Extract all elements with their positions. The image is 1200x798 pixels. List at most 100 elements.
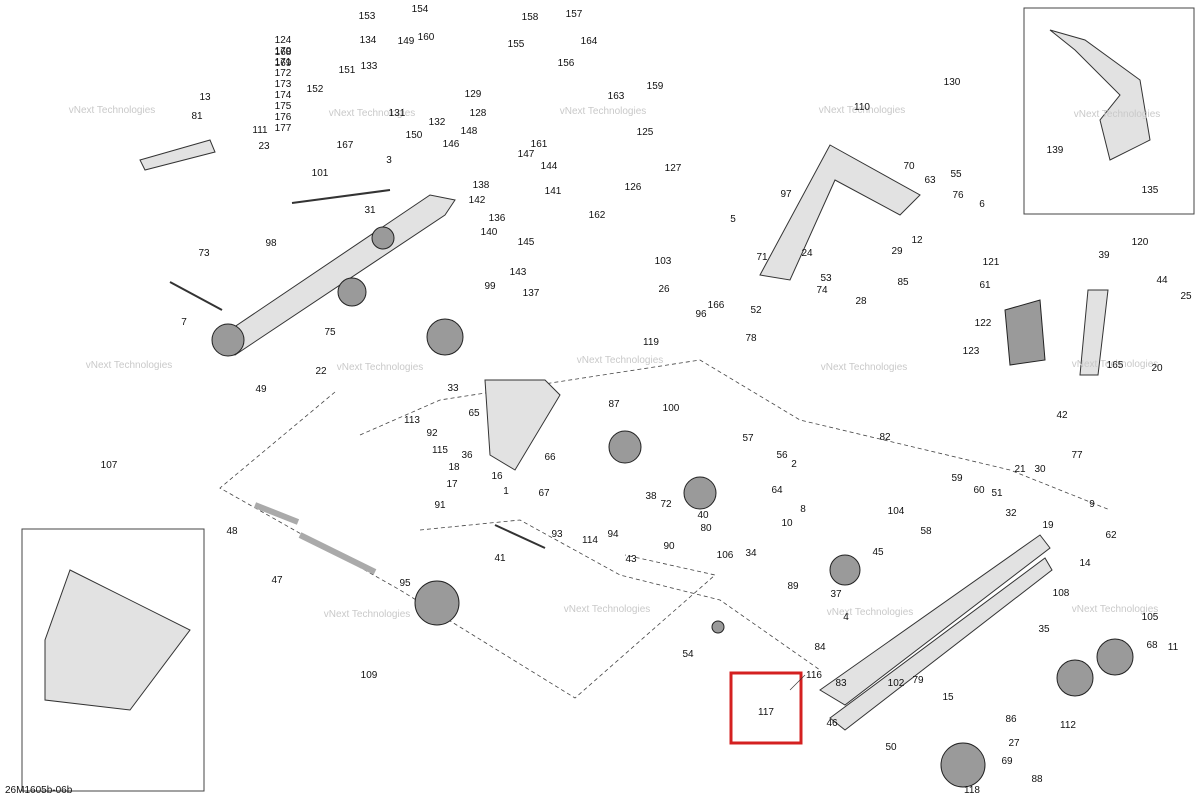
callout-99: 99	[484, 281, 496, 292]
callout-105: 105	[1142, 612, 1159, 623]
callout-16: 16	[491, 471, 503, 482]
callout-161: 161	[531, 139, 548, 150]
callout-130: 130	[944, 77, 961, 88]
callout-28: 28	[855, 296, 867, 307]
callout-35: 35	[1038, 624, 1050, 635]
callout-37: 37	[830, 589, 842, 600]
callout-123: 123	[963, 346, 980, 357]
callout-2: 2	[791, 459, 797, 470]
torsion-spring-100	[608, 430, 642, 464]
callout-86: 86	[1005, 714, 1017, 725]
callout-92: 92	[426, 428, 438, 439]
callout-34: 34	[745, 548, 757, 559]
callout-56: 56	[776, 450, 788, 461]
callout-83: 83	[835, 678, 847, 689]
callout-144: 144	[541, 161, 558, 172]
callout-156: 156	[558, 58, 575, 69]
callout-127: 127	[665, 163, 682, 174]
callout-103: 103	[655, 256, 672, 267]
callout-121: 121	[983, 257, 1000, 268]
callout-31: 31	[364, 205, 376, 216]
callout-165: 165	[1107, 360, 1124, 371]
callout-49: 49	[255, 384, 267, 395]
callout-22: 22	[315, 366, 327, 377]
callout-112: 112	[1060, 720, 1076, 731]
callout-67: 67	[538, 488, 550, 499]
callout-106: 106	[717, 550, 734, 561]
left-rail-wheel-front	[211, 323, 245, 357]
callout-117: 117	[758, 707, 774, 718]
callout-12: 12	[911, 235, 923, 246]
callout-171: 171	[275, 57, 292, 68]
callout-172: 172	[275, 68, 292, 79]
callout-85: 85	[897, 277, 909, 288]
callout-45: 45	[872, 547, 884, 558]
rod-101	[291, 189, 391, 204]
assembly-outline-lower	[419, 519, 821, 671]
callout-30: 30	[1034, 464, 1046, 475]
callout-118: 118	[964, 785, 980, 796]
callout-149: 149	[398, 36, 415, 47]
callout-66: 66	[544, 452, 556, 463]
center-pivot-arm	[484, 379, 561, 471]
callout-63: 63	[924, 175, 936, 186]
callout-72: 72	[660, 499, 672, 510]
callout-5: 5	[730, 214, 736, 225]
callout-55: 55	[950, 169, 962, 180]
callout-14: 14	[1079, 558, 1091, 569]
callout-1: 1	[503, 486, 509, 497]
callout-80: 80	[700, 523, 712, 534]
rod-47	[298, 532, 377, 575]
callout-64: 64	[771, 485, 783, 496]
callout-59: 59	[951, 473, 963, 484]
callout-122: 122	[975, 318, 992, 329]
callout-53: 53	[820, 273, 832, 284]
callout-10: 10	[781, 518, 793, 529]
callout-6: 6	[979, 199, 985, 210]
callout-137: 137	[523, 288, 540, 299]
callout-82: 82	[879, 432, 891, 443]
callout-19: 19	[1042, 520, 1054, 531]
callout-97: 97	[780, 189, 792, 200]
callout-174: 174	[275, 90, 292, 101]
rod-48	[253, 502, 300, 525]
callout-29: 29	[891, 246, 903, 257]
callout-62: 62	[1105, 530, 1117, 541]
assembly-outline-center	[359, 359, 1111, 511]
callout-140: 140	[481, 227, 498, 238]
callout-81: 81	[191, 111, 203, 122]
callout-21: 21	[1014, 464, 1026, 475]
callout-78: 78	[745, 333, 757, 344]
callout-166: 166	[708, 300, 725, 311]
callout-95: 95	[399, 578, 411, 589]
callout-47: 47	[271, 575, 283, 586]
rod-73	[169, 281, 223, 311]
callout-177: 177	[275, 123, 292, 134]
callout-142: 142	[469, 195, 486, 206]
callout-11: 11	[1168, 642, 1179, 653]
callout-126: 126	[625, 182, 642, 193]
callout-135: 135	[1142, 185, 1159, 196]
callout-33: 33	[447, 383, 459, 394]
callout-146: 146	[443, 139, 460, 150]
wheel-50-left	[414, 580, 460, 626]
callout-162: 162	[589, 210, 606, 221]
callout-147: 147	[518, 149, 535, 160]
callout-58: 58	[920, 526, 932, 537]
wheel-72	[683, 476, 717, 510]
callout-94: 94	[607, 529, 619, 540]
callout-170: 170	[275, 46, 292, 57]
callout-89: 89	[787, 581, 799, 592]
callout-4: 4	[843, 612, 849, 623]
callout-57: 57	[742, 433, 754, 444]
left-rail-wheel-mid	[337, 277, 367, 307]
callout-134: 134	[360, 35, 377, 46]
callout-143: 143	[510, 267, 527, 278]
callout-159: 159	[647, 81, 664, 92]
inset-shock-cable	[1049, 29, 1151, 161]
callout-101: 101	[312, 168, 329, 179]
callout-157: 157	[566, 9, 583, 20]
inset-box-front-arm-detail	[21, 528, 205, 792]
callout-114: 114	[582, 535, 598, 546]
